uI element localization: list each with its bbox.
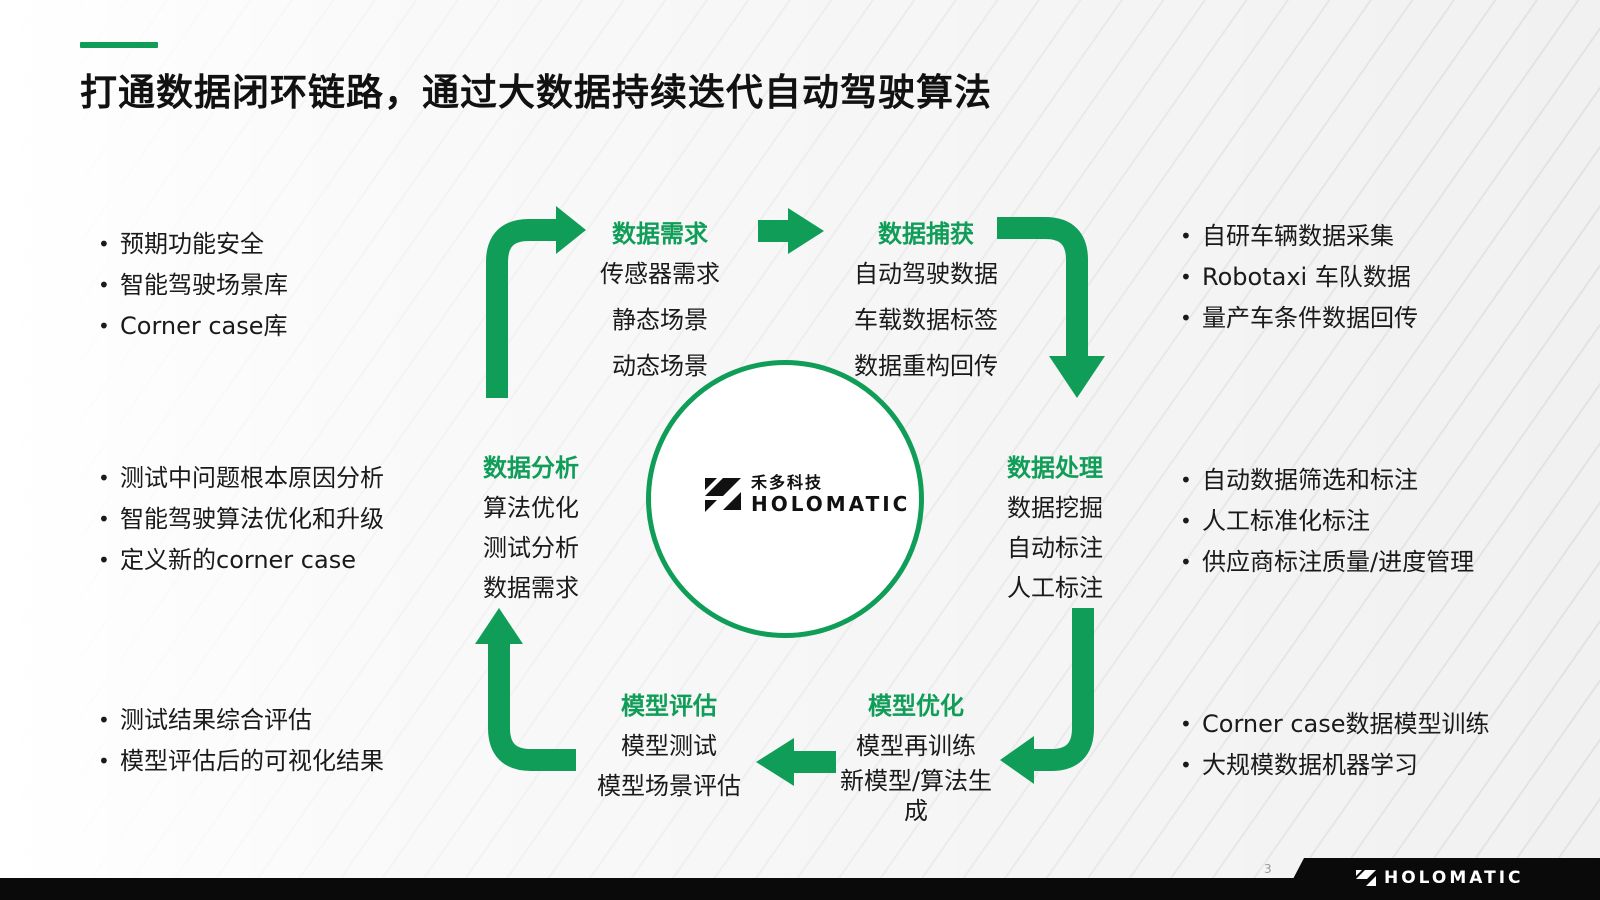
page-number: 3 <box>1264 862 1272 876</box>
node-item: 静态场景 <box>612 306 708 334</box>
list-item: 测试中问题根本原因分析 <box>98 458 384 499</box>
right-bottom-list: Corner case数据模型训练 大规模数据机器学习 <box>1180 704 1490 786</box>
arrowhead-demand <box>556 206 586 254</box>
list-item: 自研车辆数据采集 <box>1180 216 1418 257</box>
list-item: Corner case库 <box>98 306 288 347</box>
arrow-optimization-to-evaluation-shaft <box>790 751 836 773</box>
footer-tab <box>1282 858 1600 900</box>
node-title: 数据捕获 <box>878 220 974 248</box>
arrow-capture-to-processing <box>997 217 1088 360</box>
left-bottom-list: 测试结果综合评估 模型评估后的可视化结果 <box>98 700 384 782</box>
node-item: 车载数据标签 <box>854 306 998 334</box>
page-title: 打通数据闭环链路，通过大数据持续迭代自动驾驶算法 <box>80 71 992 114</box>
list-item: 测试结果综合评估 <box>98 700 384 741</box>
footer-brand: HOLOMATIC <box>1356 868 1524 888</box>
footer-brand-name: HOLOMATIC <box>1384 868 1524 888</box>
right-middle-list: 自动数据筛选和标注 人工标准化标注 供应商标注质量/进度管理 <box>1180 460 1474 583</box>
node-data-capture: 数据捕获 自动驾驶数据 车载数据标签 数据重构回传 <box>836 214 1016 386</box>
arrowhead-evaluation <box>756 738 794 786</box>
holomatic-logo-icon <box>705 478 741 512</box>
node-model-evaluation: 模型评估 模型测试 模型场景评估 <box>584 686 754 806</box>
node-item: 传感器需求 <box>600 260 720 288</box>
node-item: 自动驾驶数据 <box>854 260 998 288</box>
logo-cn-text: 禾多科技 <box>751 473 824 492</box>
list-item: Corner case数据模型训练 <box>1180 704 1490 745</box>
node-item: 人工标注 <box>1007 574 1103 602</box>
list-item: 大规模数据机器学习 <box>1180 745 1490 786</box>
node-title: 数据处理 <box>1007 454 1103 482</box>
list-item: 量产车条件数据回传 <box>1180 298 1418 339</box>
node-item: 自动标注 <box>1007 534 1103 562</box>
footer-bar <box>0 878 1600 900</box>
list-item: 预期功能安全 <box>98 224 288 265</box>
node-item: 数据重构回传 <box>854 352 998 380</box>
list-item: 人工标准化标注 <box>1180 501 1474 542</box>
arrow-demand-to-capture-shaft <box>758 220 792 242</box>
list-item: 自动数据筛选和标注 <box>1180 460 1474 501</box>
node-title: 数据需求 <box>612 220 708 248</box>
node-item: 算法优化 <box>483 494 579 522</box>
arrow-processing-to-optimization <box>1030 608 1094 771</box>
node-item: 数据需求 <box>483 574 579 602</box>
arrowhead-optimization <box>1000 736 1034 784</box>
list-item: 定义新的corner case <box>98 540 384 581</box>
arrow-analysis-to-demand <box>486 219 560 398</box>
title-accent-bar <box>80 42 158 48</box>
left-middle-list: 测试中问题根本原因分析 智能驾驶算法优化和升级 定义新的corner case <box>98 458 384 581</box>
node-data-analysis: 数据分析 算法优化 测试分析 数据需求 <box>466 448 596 608</box>
node-item: 模型场景评估 <box>597 772 741 800</box>
node-item: 模型再训练 <box>856 732 976 760</box>
node-item: 数据挖掘 <box>1007 494 1103 522</box>
node-data-demand: 数据需求 传感器需求 静态场景 动态场景 <box>580 214 740 386</box>
left-top-list: 预期功能安全 智能驾驶场景库 Corner case库 <box>98 224 288 347</box>
holomatic-logo-icon <box>1356 870 1376 886</box>
arrowhead-capture <box>788 208 824 254</box>
node-data-processing: 数据处理 数据挖掘 自动标注 人工标注 <box>990 448 1120 608</box>
arrow-evaluation-to-analysis <box>488 640 576 771</box>
node-model-optimization: 模型优化 模型再训练 新模型/算法生 成 <box>826 686 1006 826</box>
node-title: 数据分析 <box>483 454 579 482</box>
node-item: 模型测试 <box>621 732 717 760</box>
right-top-list: 自研车辆数据采集 Robotaxi 车队数据 量产车条件数据回传 <box>1180 216 1418 339</box>
node-item: 测试分析 <box>483 534 579 562</box>
list-item: 供应商标注质量/进度管理 <box>1180 542 1474 583</box>
list-item: 模型评估后的可视化结果 <box>98 741 384 782</box>
node-title: 模型评估 <box>621 692 717 720</box>
node-title: 模型优化 <box>868 692 964 720</box>
list-item: Robotaxi 车队数据 <box>1180 257 1418 298</box>
node-item: 动态场景 <box>612 352 708 380</box>
arrowhead-processing <box>1049 356 1105 398</box>
logo-en-text: HOLOMATIC <box>751 492 911 516</box>
list-item: 智能驾驶场景库 <box>98 265 288 306</box>
arrowhead-analysis <box>475 608 523 644</box>
list-item: 智能驾驶算法优化和升级 <box>98 499 384 540</box>
holomatic-logo: 禾多科技 HOLOMATIC <box>703 473 910 515</box>
center-circle: 禾多科技 HOLOMATIC <box>646 360 924 638</box>
node-item: 成 <box>904 797 928 825</box>
node-item: 新模型/算法生 <box>839 767 993 795</box>
